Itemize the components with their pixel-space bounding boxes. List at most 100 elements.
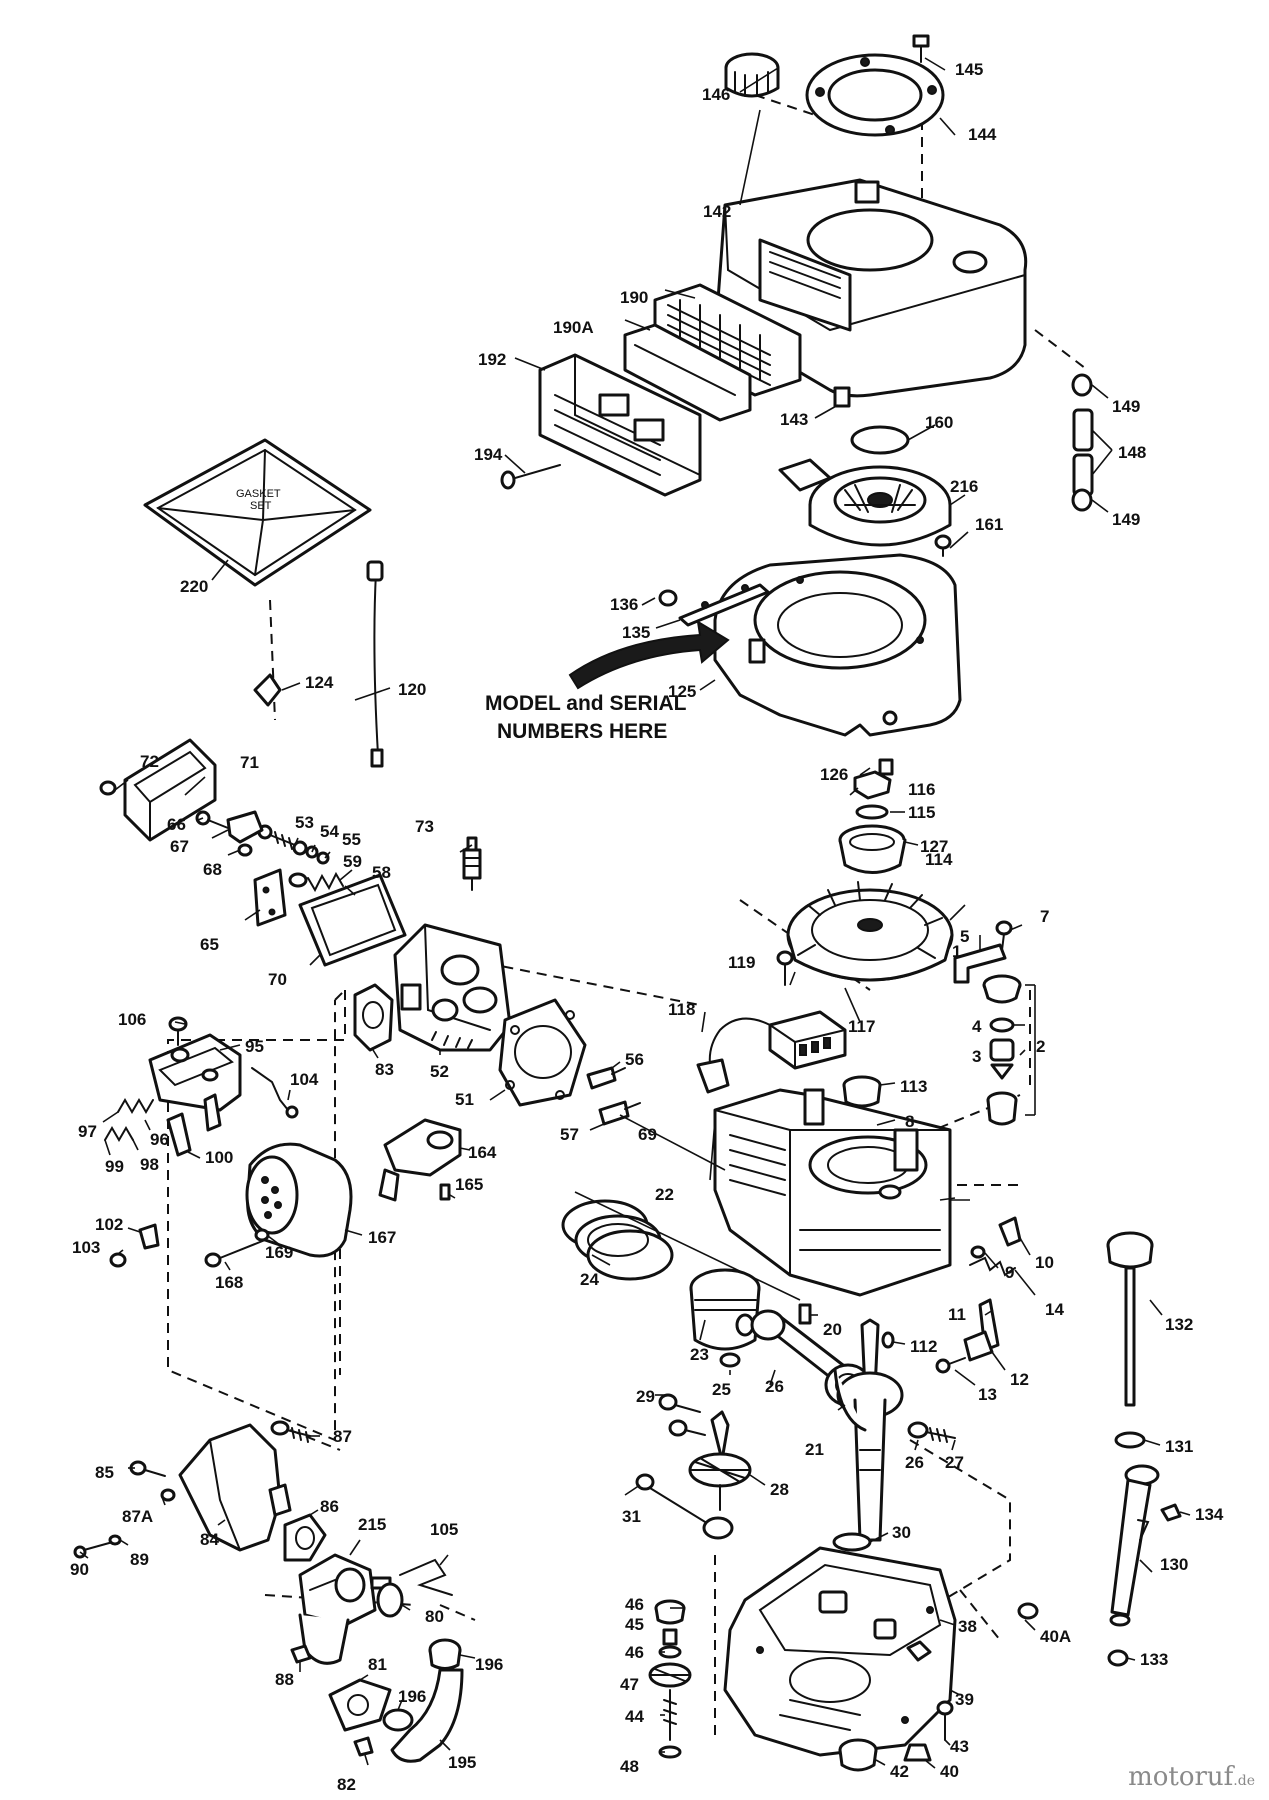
callout-label: 87 xyxy=(333,1427,352,1446)
spacers-148-149 xyxy=(1071,373,1094,512)
callout-label: 71 xyxy=(240,753,259,772)
callout-label: 149 xyxy=(1112,397,1140,416)
callout-label: 47 xyxy=(620,1675,639,1694)
cylinder-head-52 xyxy=(393,923,512,1052)
callout-label: 190A xyxy=(553,318,594,337)
watermark-name: motoruf xyxy=(1128,1762,1234,1792)
screw-102-103 xyxy=(109,1223,160,1268)
callout-label: 161 xyxy=(975,515,1003,534)
gasket-86 xyxy=(283,1513,327,1562)
rewind-starter-216 xyxy=(778,458,952,547)
breather-group xyxy=(99,738,217,842)
callout-label: 120 xyxy=(398,680,426,699)
seal-133 xyxy=(1107,1649,1129,1667)
gasket-set-220: GASKET SET xyxy=(143,438,372,587)
callout-label: 85 xyxy=(95,1463,114,1482)
lever-10 xyxy=(998,1216,1022,1247)
callout-label: 125 xyxy=(668,682,696,701)
screw-119 xyxy=(776,950,794,986)
callout-label: 84 xyxy=(200,1530,219,1549)
callout-label: 114 xyxy=(925,850,953,869)
governor-parts xyxy=(798,1216,1022,1374)
callout-label: 5 xyxy=(960,927,969,946)
air-hose-195 xyxy=(390,1668,464,1763)
callout-label: 24 xyxy=(580,1270,599,1289)
callout-label: 26 xyxy=(765,1377,784,1396)
callout-label: 30 xyxy=(892,1523,911,1542)
callout-label: 190 xyxy=(620,288,648,307)
callout-label: 115 xyxy=(908,803,935,822)
callout-label: 90 xyxy=(70,1560,89,1579)
pin-112 xyxy=(881,1331,895,1349)
clamp-12 xyxy=(963,1330,994,1362)
callout-label: 23 xyxy=(690,1345,709,1364)
callout-label: 52 xyxy=(430,1062,449,1081)
callout-label: 96 xyxy=(150,1130,169,1149)
callout-label: 20 xyxy=(823,1320,842,1339)
pin-20 xyxy=(798,1303,812,1325)
callout-label: 132 xyxy=(1165,1315,1193,1334)
callout-label: 82 xyxy=(337,1775,356,1794)
piston-rings-24 xyxy=(561,1199,674,1281)
ring-144 xyxy=(805,53,945,137)
callout-label: 145 xyxy=(955,60,983,79)
callout-label: 40A xyxy=(1040,1627,1071,1646)
callout-label: 80 xyxy=(425,1607,444,1626)
callout-label: 100 xyxy=(205,1148,233,1167)
callout-label: 127 xyxy=(920,837,948,856)
callout-label: 59 xyxy=(343,852,362,871)
callout-label: 194 xyxy=(474,445,503,464)
callout-label: 167 xyxy=(368,1228,396,1247)
callout-label: 116 xyxy=(908,780,935,799)
sump-bolts-40-43 xyxy=(903,1602,1039,1762)
callout-label: 130 xyxy=(1160,1555,1188,1574)
callout-label: 55 xyxy=(342,830,361,849)
callout-label: 216 xyxy=(950,477,978,496)
oring-131 xyxy=(1114,1431,1146,1449)
callout-label: 81 xyxy=(368,1655,387,1674)
callout-label: 11 xyxy=(948,1305,966,1324)
lockwasher-169 xyxy=(254,1228,270,1242)
callout-label: 98 xyxy=(140,1155,159,1174)
cap-146 xyxy=(724,52,780,98)
callout-label: 68 xyxy=(203,860,222,879)
carburetor-215 xyxy=(298,1553,392,1665)
starter-group xyxy=(568,425,962,776)
model-note-line-1: MODEL and SERIAL xyxy=(485,692,687,715)
shaft-31 xyxy=(635,1473,734,1540)
clip-124 xyxy=(253,673,282,707)
callout-label: 168 xyxy=(215,1273,243,1292)
callout-label: 196 xyxy=(475,1655,503,1674)
callout-label: 54 xyxy=(320,822,339,841)
screw-89-90 xyxy=(73,1534,122,1559)
callout-label: 3 xyxy=(972,1047,981,1066)
callout-label: 105 xyxy=(430,1520,458,1539)
screw-85 xyxy=(129,1460,166,1477)
callout-label: 119 xyxy=(728,953,755,972)
control-bracket-95 xyxy=(148,1033,242,1132)
screw-136 xyxy=(658,589,678,607)
callout-label: 31 xyxy=(622,1507,641,1526)
callout-label: 220 xyxy=(180,577,208,596)
screw-87 xyxy=(270,1420,311,1443)
gasket-label-line-1: GASKET xyxy=(236,488,281,500)
callout-label: 58 xyxy=(372,863,391,882)
callout-label: 146 xyxy=(702,85,730,104)
crankshaft-21 xyxy=(833,1318,904,1542)
callout-label: 95 xyxy=(245,1037,264,1056)
muffler-167 xyxy=(245,1142,353,1258)
callout-label: 112 xyxy=(910,1337,937,1356)
callout-label: 99 xyxy=(105,1157,124,1176)
prefilter-190A xyxy=(623,323,752,422)
ignition-module-117 xyxy=(768,1010,847,1070)
callout-label: 29 xyxy=(636,1387,655,1406)
callout-label: 10 xyxy=(1035,1253,1054,1272)
callout-label: 164 xyxy=(468,1143,497,1162)
callout-label: 26 xyxy=(905,1453,924,1472)
callout-label: 134 xyxy=(1195,1505,1224,1524)
callout-label: 148 xyxy=(1118,443,1146,462)
callout-label: 48 xyxy=(620,1757,639,1776)
callout-label: 103 xyxy=(72,1238,100,1257)
callout-label: 86 xyxy=(320,1497,339,1516)
